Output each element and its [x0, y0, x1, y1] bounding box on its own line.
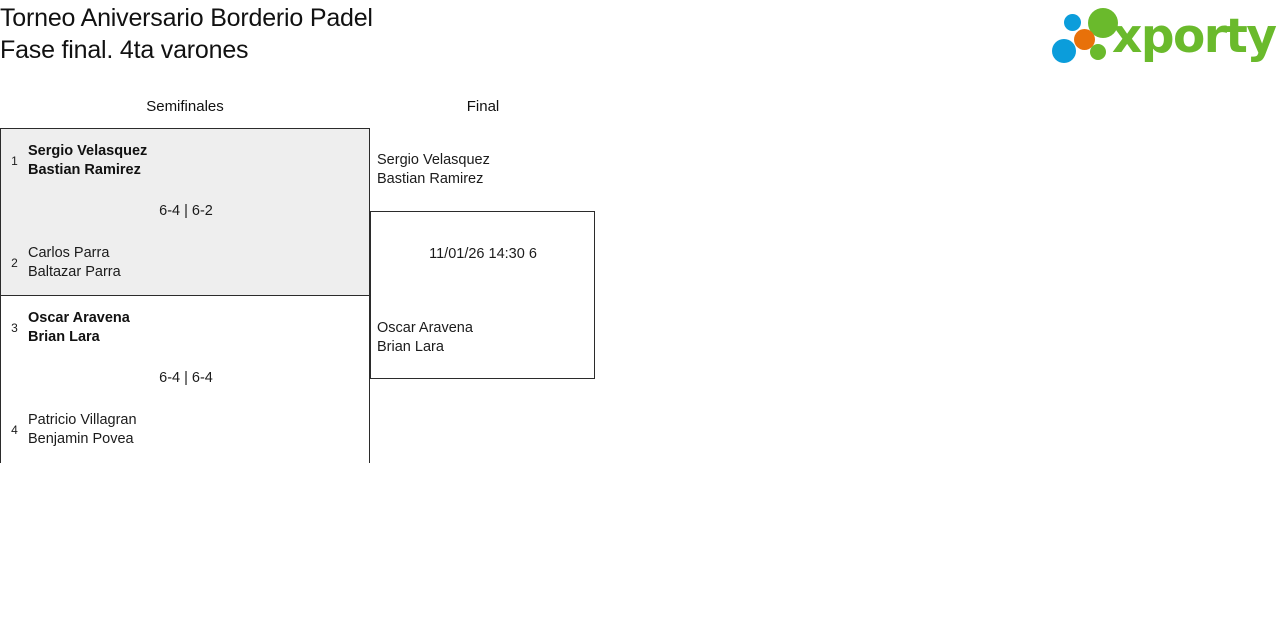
player-name: Patricio Villagran	[28, 412, 137, 428]
match-semifinal-2[interactable]: 3 Oscar Aravena Brian Lara 6-4 | 6-4 4 P…	[1, 296, 369, 463]
semifinals-bracket: 1 Sergio Velasquez Bastian Ramirez 6-4 |…	[0, 128, 370, 463]
final-stage: Sergio Velasquez Bastian Ramirez 11/01/2…	[370, 128, 596, 379]
xporty-logo[interactable]: xporty	[1050, 8, 1277, 64]
player-name: Sergio Velasquez	[377, 152, 490, 168]
player-name: Brian Lara	[377, 339, 444, 355]
player-name: Bastian Ramirez	[28, 162, 141, 178]
match-team-top[interactable]: 1 Sergio Velasquez Bastian Ramirez	[1, 138, 369, 184]
match-final[interactable]	[370, 211, 595, 379]
team-players: Patricio Villagran Benjamin Povea	[28, 411, 137, 449]
player-name: Baltazar Parra	[28, 264, 121, 280]
player-name: Carlos Parra	[28, 245, 110, 261]
team-seed: 1	[11, 154, 18, 168]
final-team-bottom[interactable]: Oscar Aravena Brian Lara	[377, 319, 473, 357]
match-team-bottom[interactable]: 4 Patricio Villagran Benjamin Povea	[1, 407, 369, 453]
tournament-name: Torneo Aniversario Borderio Padel	[0, 4, 373, 32]
player-name: Sergio Velasquez	[28, 143, 148, 159]
match-semifinal-1[interactable]: 1 Sergio Velasquez Bastian Ramirez 6-4 |…	[1, 129, 369, 296]
tournament-phase: Fase final. 4ta varones	[0, 36, 249, 64]
team-players: Oscar Aravena Brian Lara	[28, 309, 130, 347]
logo-wordmark: xporty	[1112, 9, 1277, 64]
team-players: Sergio Velasquez Bastian Ramirez	[28, 142, 147, 180]
team-seed: 3	[11, 321, 18, 335]
round-heading-final: Final	[466, 98, 500, 115]
final-team-top[interactable]: Sergio Velasquez Bastian Ramirez	[377, 151, 490, 189]
team-players: Carlos Parra Baltazar Parra	[28, 244, 121, 282]
player-name: Bastian Ramirez	[377, 171, 484, 187]
match-score: 6-4 | 6-2	[159, 203, 213, 219]
player-name: Benjamin Povea	[28, 431, 134, 447]
logo-dot-green-small-icon	[1090, 44, 1106, 60]
player-name: Brian Lara	[28, 329, 100, 345]
logo-dot-blue-large-icon	[1052, 39, 1076, 63]
round-heading-semifinales: Semifinales	[146, 98, 224, 115]
final-schedule: 11/01/26 14:30 6	[429, 246, 537, 262]
player-name: Oscar Aravena	[377, 320, 473, 336]
team-seed: 2	[11, 256, 18, 270]
logo-dots-icon	[1050, 8, 1128, 64]
player-name: Oscar Aravena	[28, 310, 130, 326]
match-team-bottom[interactable]: 2 Carlos Parra Baltazar Parra	[1, 240, 369, 286]
logo-dot-blue-small-icon	[1064, 14, 1081, 31]
match-score: 6-4 | 6-4	[159, 370, 213, 386]
match-team-top[interactable]: 3 Oscar Aravena Brian Lara	[1, 305, 369, 351]
logo-dot-orange-icon	[1074, 29, 1095, 50]
page-header: Torneo Aniversario Borderio Padel Fase f…	[0, 0, 1280, 88]
team-seed: 4	[11, 423, 18, 437]
page-title: Torneo Aniversario Borderio Padel Fase f…	[0, 2, 373, 66]
